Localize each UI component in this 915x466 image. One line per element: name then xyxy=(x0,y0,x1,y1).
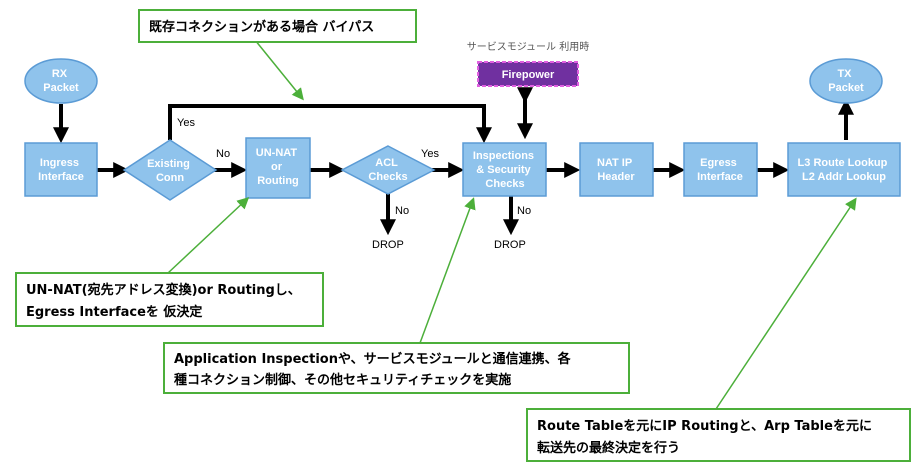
svg-text:ACL Checks: ACL Checks xyxy=(368,157,407,183)
pointer-un-nat xyxy=(167,196,250,274)
rx-packet-line-2: Packet xyxy=(43,82,79,94)
pointer-inspection xyxy=(419,197,476,344)
un-nat-line-3: Routing xyxy=(257,175,299,187)
arrow-existing-yes-bypass xyxy=(168,104,492,144)
nat-ip-header-node: NAT IP Header xyxy=(579,142,654,197)
callout-inspection: Application Inspectionや、サービスモジュールと通信連携、各… xyxy=(163,342,630,394)
tx-packet-line-2: Packet xyxy=(828,82,864,94)
existing-line-1: Existing xyxy=(147,158,190,170)
label-yes-bypass: Yes xyxy=(177,117,195,129)
svg-text:Egress Interface: Egress Interface xyxy=(697,157,743,183)
svg-text:NAT IP Header: NAT IP Header xyxy=(597,157,635,183)
label-yes-acl: Yes xyxy=(421,148,439,160)
ingress-line-2: Interface xyxy=(38,171,84,183)
ingress-interface-node: Ingress Interface xyxy=(24,142,98,197)
inspections-line-3: Checks xyxy=(485,178,524,190)
un-nat-line-1: UN-NAT xyxy=(256,147,298,159)
callout-inspection-line-2: 種コネクション制御、その他セキュリティチェックを実施 xyxy=(174,372,511,388)
svg-text:Route Tableを元にIP Routingと、Arp: Route Tableを元にIP Routingと、Arp Tableを元に 転… xyxy=(537,419,876,456)
flow-arrows xyxy=(53,87,854,236)
svg-text:UN-NAT or Routing: UN-NAT or Routing xyxy=(256,147,300,187)
firepower-node: Firepower xyxy=(477,61,579,87)
callout-route-line-2: 転送先の最終決定を行う xyxy=(537,440,680,456)
pointer-route xyxy=(715,197,857,410)
pointer-bypass xyxy=(254,39,304,101)
tx-packet-node: TX Packet xyxy=(809,58,883,104)
callout-un-nat: UN-NAT(宛先アドレス変換)or Routingし、 Egress Inte… xyxy=(15,272,324,327)
tx-packet-line-1: TX xyxy=(837,68,852,80)
egress-interface-node: Egress Interface xyxy=(683,142,758,197)
callout-un-nat-line-1: UN-NAT(宛先アドレス変換)or Routingし、 xyxy=(26,282,301,298)
callout-bypass-line-1: 既存コネクションがある場合 バイパス xyxy=(149,19,374,35)
acl-checks-decision: ACL Checks xyxy=(340,145,436,195)
firepower-label: Firepower xyxy=(502,69,555,81)
inspections-node: Inspections & Security Checks xyxy=(462,142,547,197)
callout-pointers xyxy=(167,39,857,410)
un-nat-routing-node: UN-NAT or Routing xyxy=(245,137,311,199)
svg-text:Ingress Interface: Ingress Interface xyxy=(38,157,84,183)
svg-text:Existing Conn: Existing Conn xyxy=(147,158,193,184)
svg-text:Application Inspectionや、サービスモジ: Application Inspectionや、サービスモジュールと通信連携、各… xyxy=(174,351,575,388)
existing-line-2: Conn xyxy=(156,172,184,184)
existing-conn-decision: Existing Conn xyxy=(122,139,218,201)
nat-ip-line-2: Header xyxy=(597,171,635,183)
ingress-line-1: Ingress xyxy=(40,157,79,169)
inspections-line-1: Inspections xyxy=(473,150,534,162)
callout-route-line-1: Route Tableを元にIP Routingと、Arp Tableを元に xyxy=(537,419,872,434)
service-module-note: サービスモジュール 利用時 xyxy=(467,41,589,53)
label-drop-inspection: DROP xyxy=(494,239,526,251)
rx-packet-line-1: RX xyxy=(52,68,68,80)
label-no-existing: No xyxy=(216,148,230,160)
egress-line-1: Egress xyxy=(700,157,737,169)
acl-line-2: Checks xyxy=(368,171,407,183)
label-drop-acl: DROP xyxy=(372,239,404,251)
callout-inspection-line-1: Application Inspectionや、サービスモジュールと通信連携、各 xyxy=(174,351,572,367)
l3-line-2: L2 Addr Lookup xyxy=(802,171,886,183)
svg-text:UN-NAT(宛先アドレス変換)or Routingし、: UN-NAT(宛先アドレス変換)or Routingし、 Egress Inte… xyxy=(26,282,305,320)
l3-route-lookup-node: L3 Route Lookup L2 Addr Lookup xyxy=(787,142,901,197)
svg-text:TX Packet: TX Packet xyxy=(828,68,864,94)
callout-route: Route Tableを元にIP Routingと、Arp Tableを元に 転… xyxy=(526,408,911,462)
svg-text:RX Packet: RX Packet xyxy=(43,68,79,94)
label-no-inspection: No xyxy=(517,205,531,217)
label-no-acl: No xyxy=(395,205,409,217)
svg-text:L3 Route Lookup L2 Addr: L3 Route Lookup L2 Addr Lookup xyxy=(798,157,891,183)
l3-line-1: L3 Route Lookup xyxy=(798,157,888,169)
rx-packet-node: RX Packet xyxy=(24,58,98,104)
svg-text:Inspections & Security: Inspections & Security Checks xyxy=(473,150,537,190)
un-nat-line-2: or xyxy=(271,161,283,173)
callout-bypass: 既存コネクションがある場合 バイパス xyxy=(138,9,417,43)
callout-un-nat-line-2: Egress Interfaceを 仮決定 xyxy=(26,304,202,320)
acl-line-1: ACL xyxy=(375,157,398,169)
nat-ip-line-1: NAT IP xyxy=(597,157,632,169)
inspections-line-2: & Security xyxy=(476,164,531,176)
egress-line-2: Interface xyxy=(697,171,743,183)
